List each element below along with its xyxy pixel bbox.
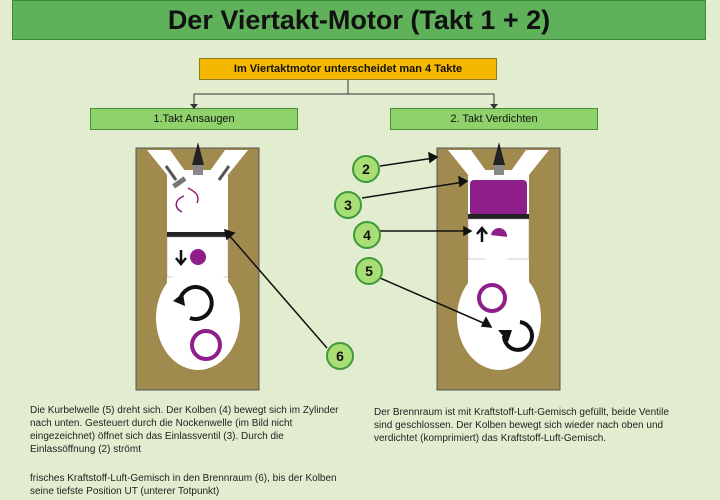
callout-pointers bbox=[223, 151, 493, 349]
engine1-drawing bbox=[135, 142, 260, 391]
engine2-drawing bbox=[436, 142, 561, 391]
callout-3: 3 bbox=[334, 191, 362, 219]
takt2-label: 2. Takt Verdichten bbox=[390, 108, 598, 130]
connector-lines bbox=[193, 80, 495, 106]
callout-5: 5 bbox=[355, 257, 383, 285]
callout-6: 6 bbox=[326, 342, 354, 370]
callout-2: 2 bbox=[352, 155, 380, 183]
description-takt2: Der Brennraum ist mit Kraftstoff-Luft-Ge… bbox=[374, 407, 669, 444]
page-title: Der Viertakt-Motor (Takt 1 + 2) bbox=[167, 4, 551, 35]
callout-4: 4 bbox=[353, 221, 381, 249]
description-takt1-part2: frisches Kraftstoff-Luft-Gemisch in den … bbox=[30, 473, 337, 497]
description-takt1-part1: Die Kurbelwelle (5) dreht sich. Der Kolb… bbox=[30, 405, 339, 455]
title-banner: Der Viertakt-Motor (Takt 1 + 2) bbox=[12, 0, 706, 40]
overview-box: Im Viertaktmotor unterscheidet man 4 Tak… bbox=[199, 58, 497, 80]
